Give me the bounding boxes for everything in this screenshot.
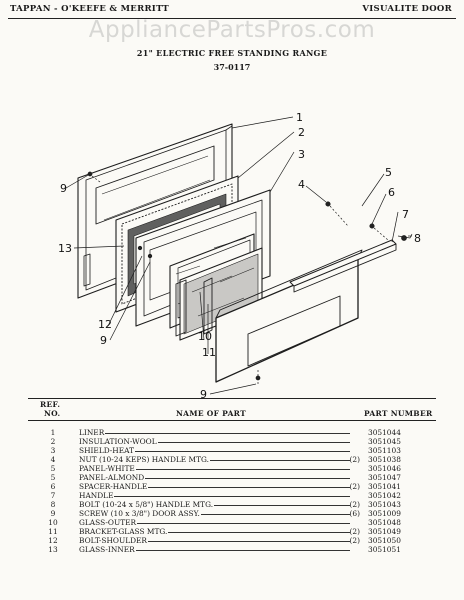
table-row: 11 BRACKET-GLASS MTG. (2) 3051049	[0, 527, 464, 536]
ref-number: 8	[50, 500, 56, 509]
brand-header: TAPPAN - O'KEEFE & MERRITT	[10, 4, 170, 14]
table-row: 8 BOLT (10-24 x 5/8") HANDLE MTG. (2) 30510…	[0, 500, 464, 509]
callout-leaders	[65, 116, 412, 395]
part-number: 3051050	[368, 536, 401, 545]
table-row: 7 HANDLE 3051042	[0, 491, 464, 500]
part-number: 3051047	[368, 473, 401, 482]
part-number-header: PART NUMBER	[364, 409, 433, 418]
glass-bracket-part	[175, 277, 213, 337]
callout-11: 11	[202, 346, 216, 359]
watermark: AppliancePartsPros.com	[88, 17, 376, 43]
table-row: 1 LINER 3051044	[0, 428, 464, 437]
ref-number: 1	[50, 428, 56, 437]
callout-8: 8	[414, 232, 421, 245]
ref-number: 2	[50, 437, 56, 446]
table-header-rule	[28, 420, 436, 421]
callout-9-left: 9	[100, 334, 107, 347]
table-top-rule	[28, 398, 436, 399]
callout-12: 12	[98, 318, 112, 331]
ref-number: 9	[50, 509, 56, 518]
table-row: 2 INSULATION-WOOL 3051045	[0, 437, 464, 446]
ref-header-1: REF.	[40, 400, 61, 409]
section-header: VISUALITE DOOR	[362, 4, 452, 14]
part-number: 3051042	[368, 491, 401, 500]
quantity: (2)	[349, 482, 360, 491]
document-title: 21" ELECTRIC FREE STANDING RANGE	[136, 48, 328, 58]
part-name: SPACER-HANDLE	[79, 482, 149, 491]
callout-2: 2	[298, 126, 305, 139]
callout-3: 3	[298, 148, 305, 161]
part-name: BOLT-SHOULDER	[79, 536, 148, 545]
ref-header-2: NO.	[44, 409, 61, 418]
table-row: 6 SPACER-HANDLE (2) 3051041	[0, 482, 464, 491]
table-row: 5 PANEL-WHITE 3051046	[0, 464, 464, 473]
part-number: 3051046	[368, 464, 401, 473]
part-name: NUT (10-24 KEPS) HANDLE MTG.	[79, 455, 211, 464]
quantity: (6)	[349, 509, 360, 518]
part-name: INSULATION-WOOL	[79, 437, 158, 446]
callout-1: 1	[296, 111, 303, 124]
part-name: GLASS-INNER	[79, 545, 136, 554]
callout-9-bottom: 9	[200, 388, 207, 400]
part-number: 3051051	[368, 545, 401, 554]
table-row: 3 SHIELD-HEAT 3051103	[0, 446, 464, 455]
callout-4: 4	[298, 178, 305, 191]
part-name: PANEL-ALMOND	[79, 473, 146, 482]
callout-5: 5	[385, 166, 392, 179]
ref-number: 5	[50, 464, 56, 473]
part-number: 3051045	[368, 437, 401, 446]
table-row: 12 BOLT-SHOULDER (2) 3051050	[0, 536, 464, 545]
part-number: 3051044	[368, 428, 401, 437]
part-name: PANEL-WHITE	[79, 464, 136, 473]
part-number: 3051038	[368, 455, 401, 464]
ref-number: 7	[50, 491, 56, 500]
part-name: SCREW (10 x 3/8") DOOR ASSY.	[79, 509, 201, 518]
callout-7: 7	[402, 208, 409, 221]
part-number: 3051103	[368, 446, 401, 455]
part-name: SHIELD-HEAT	[79, 446, 135, 455]
part-number: 3051043	[368, 500, 401, 509]
handle-part	[289, 239, 397, 293]
table-row: 5 PANEL-ALMOND 3051047	[0, 473, 464, 482]
callout-13: 13	[58, 242, 72, 255]
header-rule	[8, 18, 456, 19]
exploded-door-diagram: 1 2 3 4 5 6 7 8 9 13 12 9 10 11 9	[58, 111, 421, 400]
part-name: HANDLE	[79, 491, 115, 500]
part-name: BRACKET-GLASS MTG.	[79, 527, 169, 536]
part-number: 3051009	[368, 509, 401, 518]
part-number: 3051041	[368, 482, 401, 491]
table-row: 4 NUT (10-24 KEPS) HANDLE MTG. (2) 3051038	[0, 455, 464, 464]
name-header: NAME OF PART	[176, 409, 246, 418]
quantity: (2)	[349, 455, 360, 464]
table-row: 9 SCREW (10 x 3/8") DOOR ASSY. (6) 3051009	[0, 509, 464, 518]
callout-10: 10	[198, 330, 212, 343]
part-name: BOLT (10-24 x 5/8") HANDLE MTG.	[79, 500, 215, 509]
callout-6: 6	[388, 186, 395, 199]
ref-number: 12	[48, 536, 58, 545]
part-name: GLASS-OUTER	[79, 518, 138, 527]
part-number: 3051048	[368, 518, 401, 527]
hardware-markers	[87, 171, 413, 386]
table-row: 10 GLASS-OUTER 3051048	[0, 518, 464, 527]
callout-9-top: 9	[60, 182, 67, 195]
ref-number: 5	[50, 473, 56, 482]
ref-number: 10	[48, 518, 58, 527]
quantity: (2)	[349, 500, 360, 509]
model-number: 37-0117	[213, 62, 251, 72]
ref-number: 3	[50, 446, 56, 455]
part-name: LINER	[79, 428, 106, 437]
table-row: 13 GLASS-INNER 3051051	[0, 545, 464, 554]
ref-number: 11	[48, 527, 58, 536]
quantity: (2)	[349, 527, 360, 536]
quantity: (2)	[349, 536, 360, 545]
ref-number: 6	[50, 482, 56, 491]
ref-number: 13	[48, 545, 58, 554]
part-number: 3051049	[368, 527, 401, 536]
ref-number: 4	[50, 455, 56, 464]
